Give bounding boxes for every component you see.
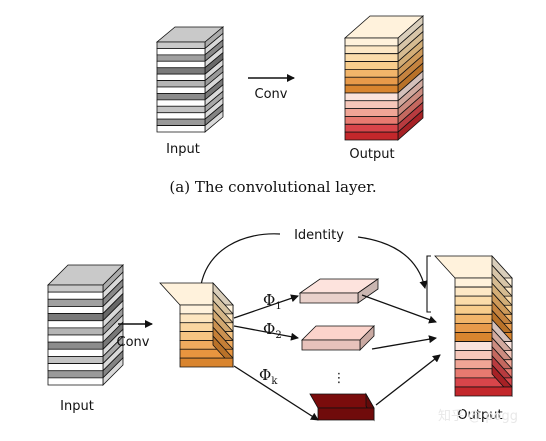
bottom-input-layer-10 bbox=[47, 356, 104, 364]
top-output-layer-3 bbox=[344, 61, 399, 70]
identity-curve-right bbox=[357, 236, 428, 289]
top-input-layer-2 bbox=[156, 54, 206, 62]
top-input-layer-13 bbox=[156, 125, 206, 133]
top-output-layer-10 bbox=[344, 116, 399, 125]
bottom-input-layer-13 bbox=[47, 377, 104, 386]
branch-ellipsis: ⋮ bbox=[333, 371, 346, 386]
top-output-label: Output bbox=[349, 147, 394, 162]
phi2-label: Φ2 bbox=[263, 320, 282, 341]
bottom-input-layer-12 bbox=[47, 370, 104, 379]
top-output-layer-2 bbox=[344, 53, 399, 62]
top-input-layer-0 bbox=[156, 41, 206, 49]
bottom-input-layer-1 bbox=[47, 291, 104, 300]
bottom-input-layer-0 bbox=[47, 284, 104, 293]
top-output-layer-12 bbox=[344, 131, 399, 141]
top-input-layer-5 bbox=[156, 73, 206, 81]
bottom-input-layer-11 bbox=[47, 363, 104, 372]
phi1-feature-map bbox=[298, 278, 380, 304]
top-output-layer-4 bbox=[344, 68, 399, 78]
phik-front-face bbox=[317, 407, 375, 421]
top-input-layer-6 bbox=[156, 80, 206, 88]
bottom-input-label: Input bbox=[60, 399, 94, 414]
top-output-stack bbox=[343, 15, 425, 141]
top-input-layer-8 bbox=[156, 93, 206, 101]
bottom-input-layer-2 bbox=[47, 298, 104, 307]
top-input-layer-3 bbox=[156, 60, 206, 69]
phi2-feature-map bbox=[301, 325, 375, 351]
phik-to-output-arrow bbox=[375, 354, 441, 406]
top-output-layer-8 bbox=[344, 100, 399, 110]
top-output-layer-9 bbox=[344, 108, 399, 117]
bottom-input-layer-7 bbox=[47, 334, 104, 343]
top-output-layer-1 bbox=[344, 45, 399, 55]
bottom-output-stack bbox=[434, 254, 513, 398]
bottom-output-label: Output bbox=[457, 408, 502, 423]
caption-a: (a) The convolutional layer. bbox=[169, 178, 376, 196]
top-output-layer-11 bbox=[344, 123, 399, 133]
top-input-label: Input bbox=[166, 142, 200, 157]
identity-curve-left bbox=[199, 233, 281, 292]
top-input-layer-11 bbox=[156, 112, 206, 120]
phik-arrow bbox=[233, 365, 319, 421]
phik-feature-map bbox=[309, 392, 375, 422]
bottom-input-layer-8 bbox=[47, 341, 104, 350]
bottom-output-layer-12 bbox=[454, 386, 513, 397]
top-input-layer-12 bbox=[156, 118, 206, 126]
identity-label: Identity bbox=[294, 228, 344, 243]
top-output-layer-5 bbox=[344, 76, 399, 86]
top-input-layer-7 bbox=[156, 86, 206, 94]
phik-top-face bbox=[309, 393, 375, 409]
bottom-input-layer-4 bbox=[47, 313, 104, 322]
phi2-arrow bbox=[233, 325, 299, 341]
bottom-input-layer-6 bbox=[47, 327, 104, 336]
top-input-layer-1 bbox=[156, 48, 206, 56]
conv-layer-6 bbox=[179, 357, 234, 368]
top-input-layer-4 bbox=[156, 67, 206, 75]
phi1-label: Φ1 bbox=[263, 291, 282, 312]
top-input-layer-9 bbox=[156, 99, 206, 107]
top-input-layer-10 bbox=[156, 105, 206, 114]
phi2-front-face bbox=[301, 339, 361, 351]
phi1-to-output-arrow bbox=[361, 294, 437, 324]
phi1-front-face bbox=[299, 292, 359, 304]
phi2-to-output-arrow bbox=[371, 335, 437, 350]
bottom-input-stack bbox=[47, 264, 124, 386]
bottom-input-layer-5 bbox=[47, 320, 104, 329]
conv-feature-stack bbox=[159, 281, 234, 369]
phik-label: Φk bbox=[259, 366, 278, 387]
bottom-input-layer-9 bbox=[47, 348, 104, 357]
output-bracket bbox=[426, 255, 431, 313]
bottom-conv-label: Conv bbox=[117, 335, 150, 350]
top-output-layer-0 bbox=[344, 37, 399, 47]
top-output-layer-6 bbox=[344, 84, 399, 94]
top-output-layer-7 bbox=[344, 92, 399, 102]
bottom-input-layer-3 bbox=[47, 306, 104, 314]
top-conv-label: Conv bbox=[255, 87, 288, 102]
phi1-arrow bbox=[233, 294, 299, 319]
top-input-stack bbox=[155, 26, 225, 133]
watermark-text: 知乎 @ pogg bbox=[438, 408, 518, 424]
